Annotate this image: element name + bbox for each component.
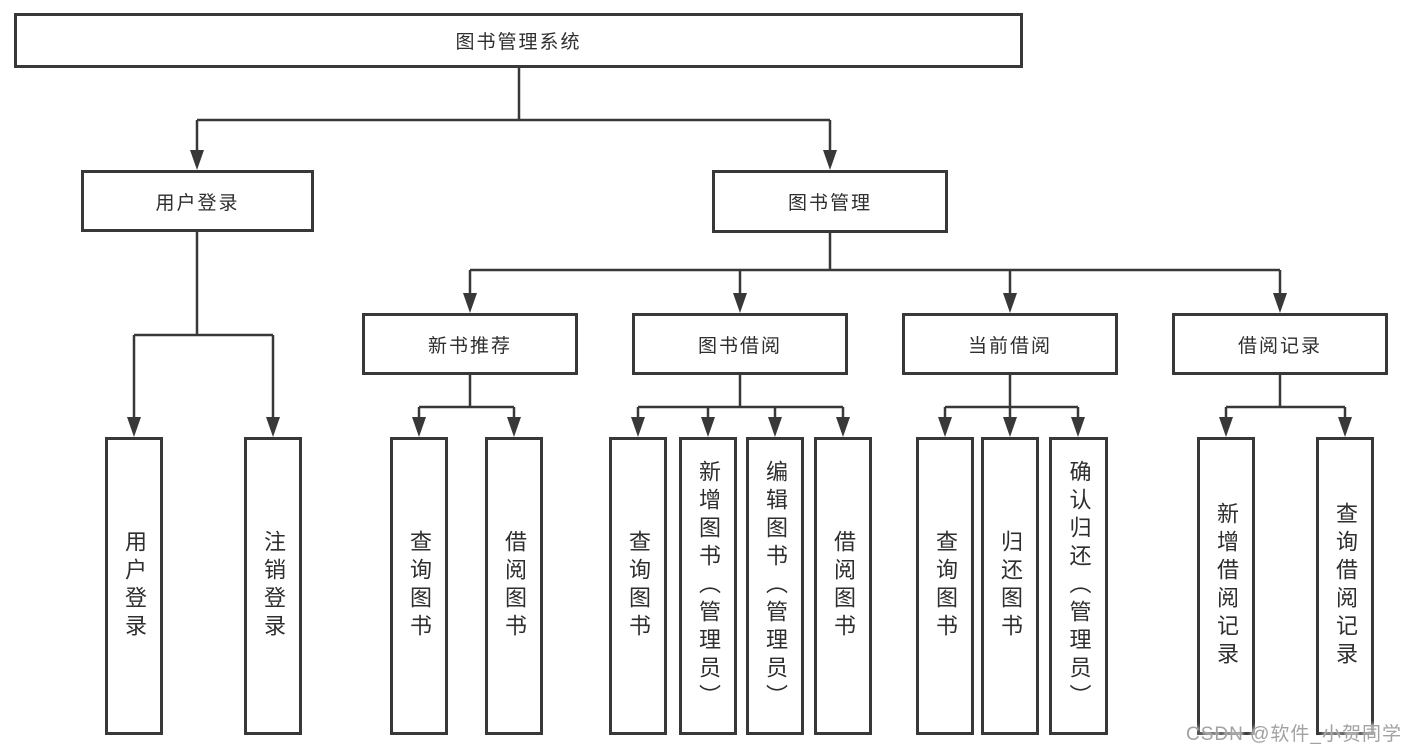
leaf-label: 查询图书 — [933, 530, 958, 642]
leaf-user-login: 用户登录 — [105, 437, 163, 735]
node-label: 图书管理系统 — [455, 32, 582, 53]
leaf-label: 注销登录 — [261, 530, 286, 642]
leaf-label: 借阅图书 — [502, 530, 527, 642]
node-library-management-system: 图书管理系统 — [14, 13, 1023, 68]
leaf-return-books: 归还图书 — [981, 437, 1039, 735]
leaf-edit-books-admin: 编辑图书（管理员） — [746, 437, 804, 735]
node-user-login: 用户登录 — [81, 170, 314, 232]
node-label: 图书借阅 — [697, 335, 782, 357]
leaf-label: 新增借阅记录 — [1214, 502, 1239, 670]
leaf-add-books-admin: 新增图书（管理员） — [679, 437, 737, 735]
leaf-label: 借阅图书 — [831, 530, 856, 642]
leaf-label: 新增图书（管理员） — [696, 460, 721, 712]
leaf-add-borrow-record: 新增借阅记录 — [1197, 437, 1255, 735]
node-new-book-recommendation: 新书推荐 — [362, 313, 578, 375]
leaf-query-books-borrowing: 查询图书 — [609, 437, 667, 735]
leaf-logout: 注销登录 — [244, 437, 302, 735]
leaf-label: 用户登录 — [122, 530, 147, 642]
leaf-query-books-current: 查询图书 — [916, 437, 974, 735]
leaf-borrow-books-recommend: 借阅图书 — [485, 437, 543, 735]
node-label: 用户登录 — [155, 192, 240, 214]
node-label: 新书推荐 — [427, 335, 512, 357]
leaf-label: 编辑图书（管理员） — [763, 460, 788, 712]
leaf-borrow-books-borrowing: 借阅图书 — [814, 437, 872, 735]
node-label: 借阅记录 — [1237, 335, 1322, 357]
leaf-label: 查询借阅记录 — [1333, 502, 1358, 670]
leaf-query-books-recommend: 查询图书 — [390, 437, 448, 735]
leaf-label: 归还图书 — [998, 530, 1023, 642]
leaf-label: 确认归还（管理员） — [1066, 460, 1092, 712]
leaf-query-borrow-record: 查询借阅记录 — [1316, 437, 1374, 735]
watermark: CSDN @软件_小贺同学 — [1186, 724, 1402, 745]
leaf-label: 查询图书 — [407, 530, 432, 642]
node-current-borrowing: 当前借阅 — [902, 313, 1118, 375]
node-label: 当前借阅 — [967, 335, 1052, 357]
node-book-borrowing: 图书借阅 — [632, 313, 848, 375]
node-book-management: 图书管理 — [712, 170, 948, 233]
leaf-confirm-return-admin: 确认归还（管理员） — [1049, 437, 1108, 735]
leaf-label: 查询图书 — [626, 530, 651, 642]
node-label: 图书管理 — [787, 193, 872, 214]
node-borrowing-records: 借阅记录 — [1172, 313, 1388, 375]
